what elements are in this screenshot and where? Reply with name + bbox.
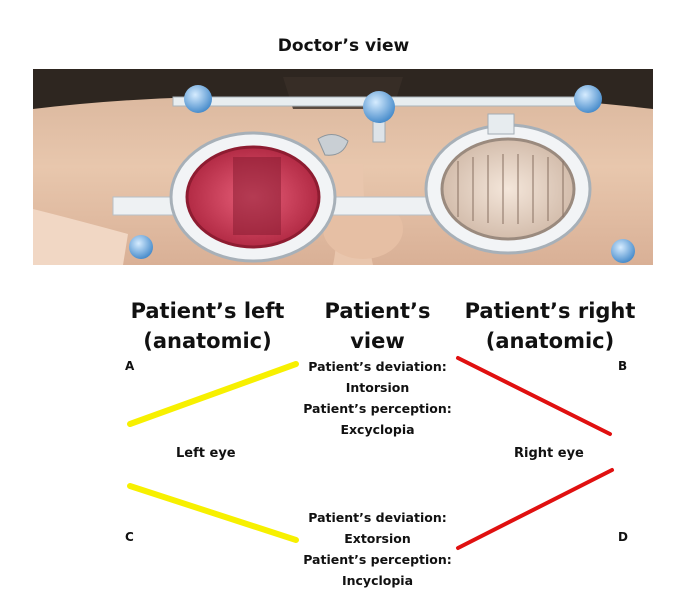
intorsion-description: Patient’s deviation: Intorsion Patient’s… (290, 356, 465, 440)
corner-label-c: C (125, 530, 134, 544)
right-eye-label: Right eye (514, 446, 584, 461)
left-eye-label: Left eye (176, 446, 236, 461)
right-eye-bottom-line (456, 468, 614, 550)
header-left-line1: Patient’s left (130, 299, 285, 323)
bottom-deviation-value: Extorsion (344, 531, 411, 546)
header-right-line2: (anatomic) (485, 329, 615, 353)
header-left-line2: (anatomic) (143, 329, 272, 353)
trial-frame-photo (33, 69, 653, 265)
left-eye-top-line (127, 361, 299, 427)
header-patients-left: Patient’s left (anatomic) (120, 296, 295, 356)
corner-label-b: B (618, 359, 628, 373)
bottom-perception-label: Patient’s perception: (303, 552, 452, 567)
header-patients-view: Patient’s view (324, 299, 431, 353)
top-deviation-label: Patient’s deviation: (308, 359, 447, 374)
bottom-perception-value: Incyclopia (341, 573, 414, 588)
corner-label-a: A (125, 359, 135, 373)
right-eye-top-line (456, 356, 612, 436)
top-perception-value: Excyclopia (340, 422, 415, 437)
top-perception-label: Patient’s perception: (303, 401, 452, 416)
header-right-line1: Patient’s right (464, 299, 636, 323)
bottom-deviation-label: Patient’s deviation: (308, 510, 447, 525)
left-eye-bottom-line (127, 483, 299, 543)
top-deviation-value: Intorsion (345, 380, 410, 395)
header-patients-right: Patient’s right (anatomic) (460, 296, 640, 356)
page-title: Doctor’s view (277, 36, 410, 56)
extorsion-description: Patient’s deviation: Extorsion Patient’s… (290, 507, 465, 591)
corner-label-d: D (618, 530, 628, 544)
